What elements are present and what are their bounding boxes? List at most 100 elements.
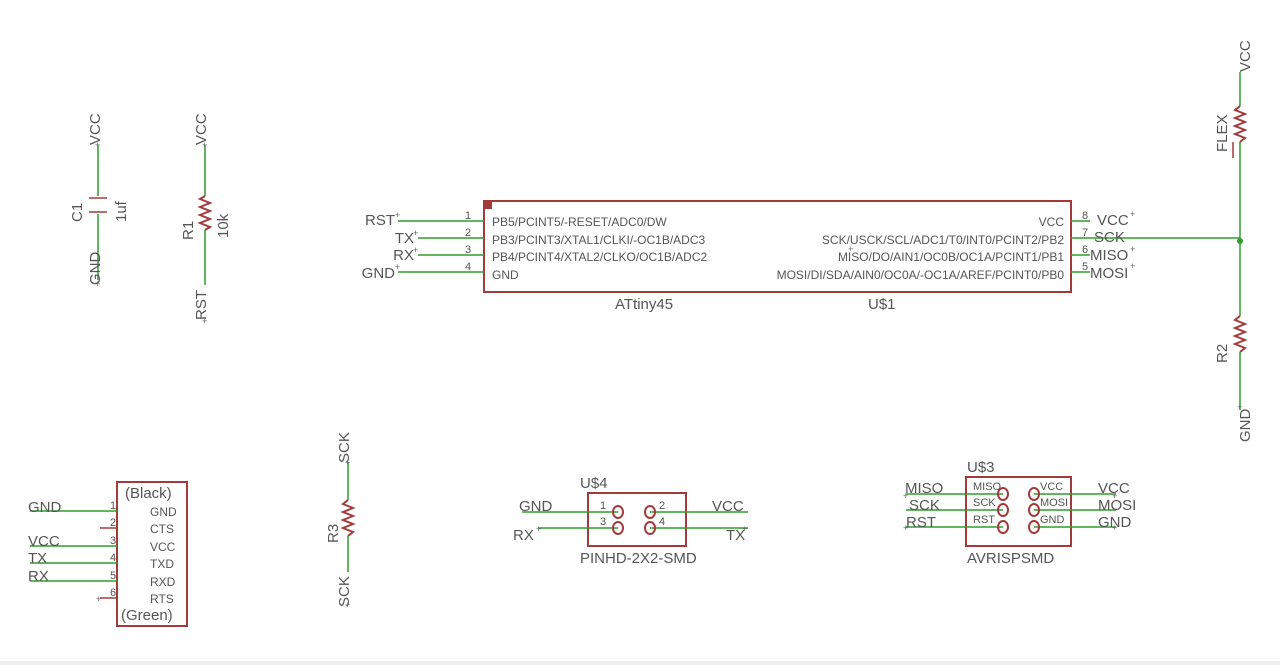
u3-pin-rst-name: RST — [973, 514, 995, 526]
r3-top-net: SCK — [336, 432, 353, 463]
resistor-r2[interactable]: R2 GND — [1214, 315, 1254, 443]
u4-pad1 — [612, 505, 624, 519]
chip-u1-attiny45[interactable]: 1 2 3 4 PB5/PCINT5/-RESET/ADC0/DW PB3/PC… — [362, 200, 1240, 313]
ftdi-pin1-name: GND — [150, 505, 177, 519]
ftdi-header[interactable]: (Black) (Green) 1 2 3 4 5 6 GND CTS VCC … — [28, 481, 188, 627]
cross-mark: + — [413, 245, 418, 255]
ftdi-pin6-name: RTS — [150, 592, 174, 606]
u4-net-gnd: GND — [519, 498, 553, 515]
u4-net-vcc: VCC — [712, 498, 744, 515]
ftdi-pin2-num: 2 — [110, 517, 116, 529]
ftdi-net-tx: TX — [28, 550, 47, 567]
origin-crosses: + + + + + + + + + + + + + + + + + + + + … — [95, 140, 1242, 610]
cross-mark: + — [95, 279, 100, 289]
cross-mark: + — [1112, 523, 1117, 533]
ftdi-pin3-name: VCC — [150, 540, 176, 554]
u3-pin-sck-name: SCK — [973, 497, 996, 509]
u3-net-gnd: GND — [1098, 514, 1132, 531]
u1-pin3-num: 3 — [465, 244, 471, 256]
u3-part: AVRISPSMD — [967, 550, 1054, 567]
flex-zigzag — [1232, 105, 1248, 143]
u3-net-vcc: VCC — [1098, 480, 1130, 497]
u4-pin4-num: 4 — [659, 516, 665, 528]
r2-bottom-net: GND — [1237, 409, 1254, 443]
u4-pin3-num: 3 — [600, 516, 606, 528]
r3-bottom-net: SCK — [336, 576, 353, 607]
u3-pin-vcc-name: VCC — [1040, 481, 1063, 493]
cross-mark: + — [903, 523, 908, 533]
u1-pin5-num: 5 — [1082, 261, 1088, 273]
u1-pin7-num: 7 — [1082, 227, 1088, 239]
cross-mark: + — [848, 244, 853, 254]
c1-name: C1 — [69, 203, 86, 222]
cross-mark: + — [395, 262, 400, 272]
r1-zigzag — [197, 195, 213, 231]
u1-net-gnd: GND — [362, 265, 396, 282]
cross-mark: + — [95, 140, 100, 150]
u1-pin2-num: 2 — [465, 227, 471, 239]
u3-net-rst: RST — [906, 514, 936, 531]
ftdi-pin6-num: 6 — [110, 587, 116, 599]
u4-ref: U$4 — [580, 475, 608, 492]
u1-pin3-name: PB4/PCINT4/XTAL2/CLKO/OC1B/ADC2 — [492, 250, 708, 264]
u1-pin4-name: GND — [492, 268, 519, 282]
connector-u3-avrisp[interactable]: MISO SCK RST VCC MOSI GND MISO SCK RST V… — [905, 459, 1136, 567]
u1-part-name: ATtiny45 — [615, 296, 673, 313]
u1-pin1-name: PB5/PCINT5/-RESET/ADC0/DW — [492, 215, 667, 229]
ftdi-pin1-num: 1 — [110, 500, 116, 512]
cross-mark: + — [202, 316, 207, 326]
cross-mark: + — [1237, 402, 1242, 412]
c1-bottom-net: GND — [87, 252, 104, 286]
ftdi-pin3-num: 3 — [110, 535, 116, 547]
u4-pad2 — [644, 505, 656, 519]
u1-body — [483, 200, 1072, 293]
ftdi-body — [116, 481, 188, 627]
u3-pad-vcc — [1028, 487, 1040, 501]
u1-pin6-name: MISO/DO/AIN1/OC0B/OC1A/PCINT1/PB1 — [838, 250, 1064, 264]
u1-pin7-name: SCK/USCK/SCL/ADC1/T0/INT0/PCINT2/PB2 — [822, 233, 1064, 247]
u3-net-sck: SCK — [909, 497, 940, 514]
bottom-status-strip — [0, 661, 1280, 665]
u3-body — [965, 476, 1072, 547]
r2-zigzag — [1232, 315, 1248, 353]
c1-top-net: VCC — [87, 113, 104, 145]
resistor-r3[interactable]: SCK SCK R3 — [325, 432, 356, 607]
u4-net-tx: TX — [726, 527, 745, 544]
cross-mark: + — [1112, 491, 1117, 501]
cross-mark: + — [395, 210, 400, 220]
u4-net-rx: RX — [513, 527, 534, 544]
capacitor-c1[interactable]: VCC GND C1 1uf — [69, 113, 130, 285]
r2-name: R2 — [1214, 344, 1231, 363]
u1-ref: U$1 — [868, 296, 896, 313]
cross-mark: + — [1130, 244, 1135, 254]
ftdi-pin5-num: 5 — [110, 570, 116, 582]
cross-mark: + — [96, 594, 101, 604]
cross-mark: + — [742, 524, 747, 534]
u1-pin4-num: 4 — [465, 261, 471, 273]
u3-pin-miso-name: MISO — [973, 481, 1002, 493]
u4-pin2-num: 2 — [659, 500, 665, 512]
flex-sensor[interactable]: VCC FLEX — [1214, 40, 1254, 316]
u3-pin-gnd-name: GND — [1040, 514, 1065, 526]
u3-net-miso: MISO — [905, 480, 943, 497]
u3-pad-sck — [997, 503, 1009, 517]
ftdi-net-rx: RX — [28, 568, 49, 585]
u4-pad3 — [612, 521, 624, 535]
u4-body — [587, 492, 687, 547]
u3-net-mosi: MOSI — [1098, 497, 1136, 514]
cross-mark: + — [345, 458, 350, 468]
connector-u4[interactable]: 1 2 3 4 GND VCC RX TX U$4 PINHD-2X2-SMD — [513, 475, 748, 567]
cross-mark: + — [536, 524, 541, 534]
u4-pin1-num: 1 — [600, 500, 606, 512]
ftdi-pin4-num: 4 — [110, 552, 116, 564]
resistor-r1[interactable]: VCC RST R1 10k — [180, 113, 232, 320]
cross-mark: + — [413, 228, 418, 238]
u1-net-rst: RST — [365, 212, 395, 229]
flex-name: FLEX — [1214, 114, 1231, 152]
u1-pin2-name: PB3/PCINT3/XTAL1/CLKI/-OC1B/ADC3 — [492, 233, 706, 247]
cross-mark: + — [1130, 261, 1135, 271]
u3-pad-rst — [997, 520, 1009, 534]
u1-net-vcc: VCC — [1097, 212, 1129, 229]
u1-net-mosi: MOSI — [1090, 265, 1128, 282]
